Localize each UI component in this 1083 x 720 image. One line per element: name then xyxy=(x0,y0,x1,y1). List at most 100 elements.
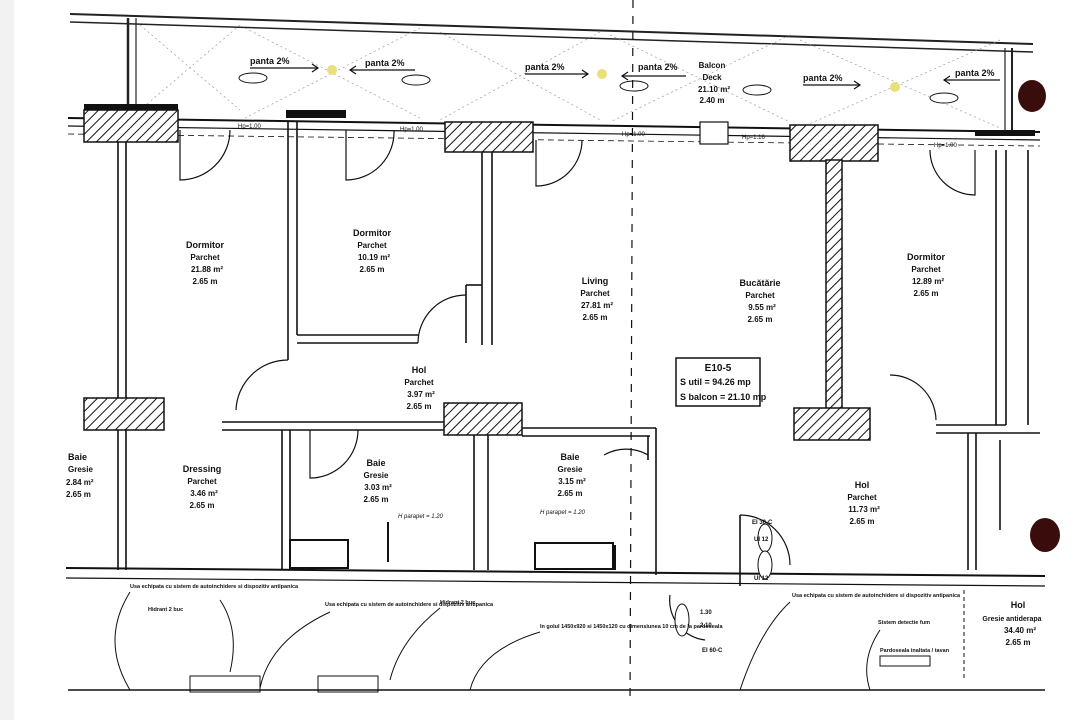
door-tag: 2.10 xyxy=(700,623,712,629)
window-note: Hp=1.00 xyxy=(238,124,262,130)
room-height: 2.65 m xyxy=(190,501,215,510)
equipment-note: Usa echipata cu sistem de autoinchidere … xyxy=(792,593,961,599)
room-name: Hol xyxy=(855,480,870,490)
axis-line xyxy=(629,0,634,701)
room-name: Dormitor xyxy=(186,240,224,250)
balcony-label: Balcon Deck 21.10 m² 2.40 m xyxy=(698,61,730,105)
room-floor: Parchet xyxy=(190,253,220,262)
room-floor: Parchet xyxy=(357,241,387,250)
terrace-edge xyxy=(69,13,1034,130)
balcony-height: 2.40 m xyxy=(700,96,725,105)
room-height: 2.65 m xyxy=(407,402,432,411)
room-floor: Gresie antiderapa xyxy=(982,616,1041,623)
equipment-note: Hidrant 2 buc xyxy=(148,607,183,613)
room-hall-right: Hol Parchet 11.73 m² 2.65 m xyxy=(847,480,880,526)
room-name: Hol xyxy=(1011,600,1026,610)
room-floor: Gresie xyxy=(364,471,389,480)
room-floor: Parchet xyxy=(745,291,775,300)
window-note: Hp=1.16 xyxy=(742,135,766,141)
room-area: 11.73 m² xyxy=(848,505,880,514)
door-tag: EI 60-C xyxy=(702,648,723,654)
room-area: 21.88 m² xyxy=(191,265,223,274)
door-tag: EI 30-C xyxy=(752,520,773,526)
bath-fixtures xyxy=(289,522,616,570)
marker-dot xyxy=(1030,518,1060,552)
room-hall-corridor: Hol Gresie antiderapa 34.40 m² 2.65 m xyxy=(982,600,1041,647)
slope-label: panta 2% xyxy=(525,62,565,72)
slope-arrows xyxy=(250,63,1000,90)
room-dressing: Dressing Parchet 3.46 m² 2.65 m xyxy=(183,464,222,510)
terrace-slope-lines xyxy=(139,24,1001,129)
room-name: Baie xyxy=(366,458,385,468)
room-area: 10.19 m² xyxy=(358,253,390,262)
unit-useful-area: S util = 94.26 mp xyxy=(680,377,751,387)
slope-label: panta 2% xyxy=(365,58,405,68)
room-floor: Gresie xyxy=(558,465,583,474)
balcony-floor: Deck xyxy=(702,73,722,82)
room-kitchen: Bucătărie Parchet 9.55 m² 2.65 m xyxy=(739,278,780,324)
room-bedroom-left: Dormitor Parchet 21.88 m² 2.65 m xyxy=(186,240,224,286)
room-height: 2.65 m xyxy=(850,517,875,526)
equipment-note: Usa echipata cu sistem de autoinchidere … xyxy=(130,584,299,590)
slope-label: panta 2% xyxy=(250,56,290,66)
floor-drains xyxy=(327,65,900,92)
room-area: 3.15 m² xyxy=(558,477,586,486)
room-bath-mid: Baie Gresie 3.03 m² 2.65 m xyxy=(364,458,393,504)
leader-lines xyxy=(68,590,1045,693)
room-floor: Gresie xyxy=(68,465,93,474)
room-labels: Dormitor Parchet 21.88 m² 2.65 m Dormito… xyxy=(66,228,1042,647)
door-tag: UI 12 xyxy=(754,576,769,582)
slope-label: panta 2% xyxy=(803,73,843,83)
room-area: 34.40 m² xyxy=(1004,626,1036,635)
room-height: 2.65 m xyxy=(748,315,773,324)
door-tag: 1.30 xyxy=(700,610,712,616)
sill-note: H parapet = 1.20 xyxy=(398,514,444,520)
unit-balcony-area: S balcon = 21.10 mp xyxy=(680,392,767,402)
equipment-note: Pardoseala inaltata / tavan xyxy=(880,648,950,654)
interior-walls xyxy=(65,122,1046,587)
slope-label: panta 2% xyxy=(638,62,678,72)
room-name: Dormitor xyxy=(353,228,391,238)
room-height: 2.65 m xyxy=(193,277,218,286)
room-name: Hol xyxy=(412,365,427,375)
room-height: 2.65 m xyxy=(914,289,939,298)
corridor-notes: Usa echipata cu sistem de autoinchidere … xyxy=(130,584,961,654)
room-living: Living Parchet 27.81 m² 2.65 m xyxy=(580,276,613,322)
equipment-note: Hidrant 2 buc xyxy=(440,600,475,606)
room-name: Dormitor xyxy=(907,252,945,262)
room-height: 2.65 m xyxy=(360,265,385,274)
structural-columns xyxy=(83,109,879,441)
door-swings xyxy=(179,129,976,641)
room-area: 3.46 m² xyxy=(190,489,218,498)
room-area: 2.84 m² xyxy=(66,478,94,487)
room-bedroom-right: Dormitor Parchet 12.89 m² 2.65 m xyxy=(907,252,945,298)
room-area: 3.03 m² xyxy=(364,483,392,492)
window-tags xyxy=(238,72,959,104)
room-bath-left: Baie Gresie 2.84 m² 2.65 m xyxy=(66,452,94,499)
room-bedroom-mid: Dormitor Parchet 10.19 m² 2.65 m xyxy=(353,228,391,274)
room-area: 9.55 m² xyxy=(748,303,776,312)
room-name: Dressing xyxy=(183,464,222,474)
wall-fills xyxy=(84,104,1035,136)
window-note: Hp=1.00 xyxy=(400,127,424,133)
equipment-note: Usa echipata cu sistem de autoinchidere … xyxy=(325,602,494,608)
balcony-area: 21.10 m² xyxy=(698,85,730,94)
door-tag: UI 12 xyxy=(754,537,769,543)
room-height: 2.65 m xyxy=(558,489,583,498)
room-name: Bucătărie xyxy=(739,278,780,288)
room-name: Baie xyxy=(68,452,87,462)
equipment-note: Sistem detectie fum xyxy=(878,620,930,626)
room-height: 2.65 m xyxy=(364,495,389,504)
sill-note: H parapet = 1.20 xyxy=(540,510,586,516)
balcony-name: Balcon xyxy=(699,61,726,70)
room-area: 3.97 m² xyxy=(407,390,435,399)
unit-id: E10-5 xyxy=(705,363,732,374)
window-note: Hp=1.00 xyxy=(622,132,646,138)
room-floor: Parchet xyxy=(404,378,434,387)
room-floor: Parchet xyxy=(911,265,941,274)
room-name: Living xyxy=(582,276,609,286)
room-height: 2.65 m xyxy=(1006,638,1031,647)
slope-label: panta 2% xyxy=(955,68,995,78)
door-tag-labels: UI 12 UI 12 EI 30-C EI 60-C 1.30 2.10 xyxy=(700,520,773,654)
